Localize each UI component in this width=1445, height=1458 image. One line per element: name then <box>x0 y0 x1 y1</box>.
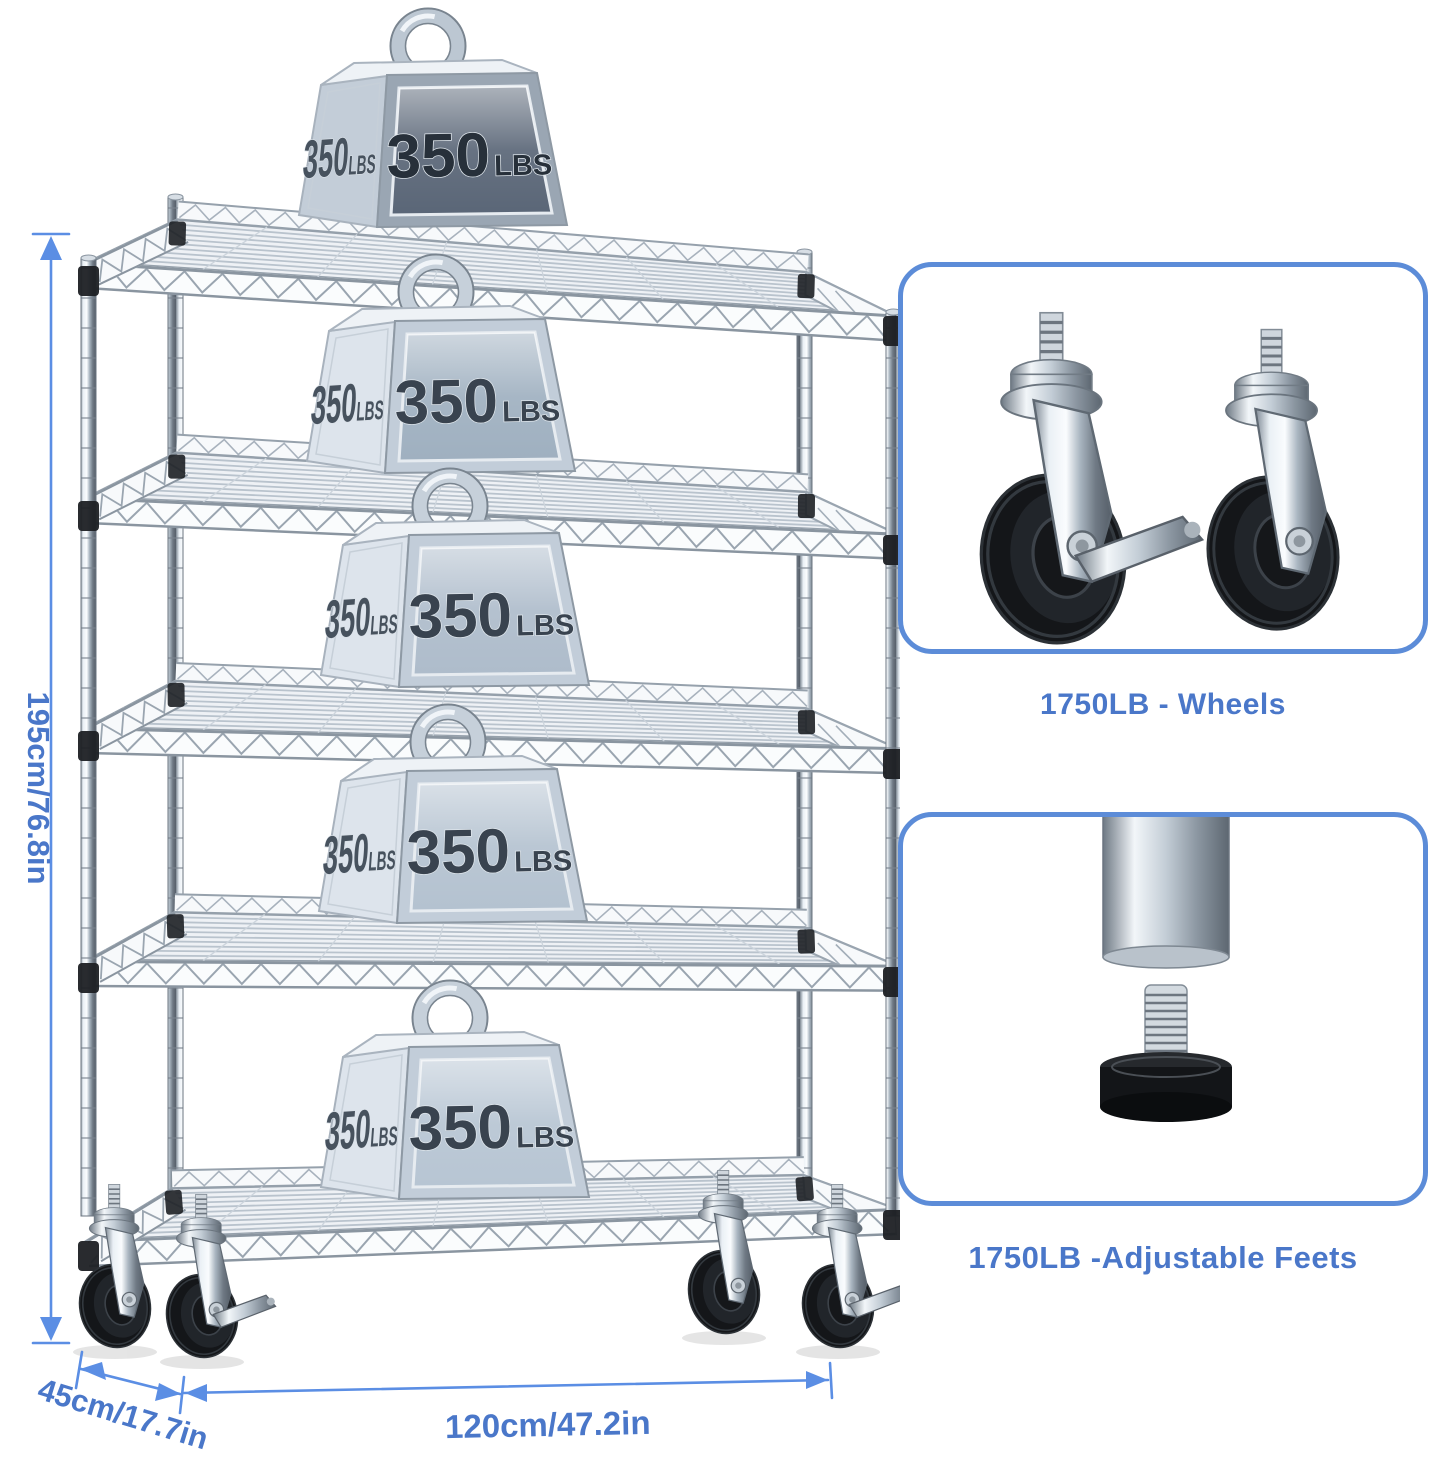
wheels-callout-caption: 1750LB - Wheels <box>1040 688 1286 721</box>
chrome-leg-tube-icon <box>1102 817 1230 969</box>
caster-wheel-brake-icon <box>968 313 1202 649</box>
adjustable-foot-illustration <box>1100 817 1232 1122</box>
shelf-collars <box>78 266 900 1271</box>
width-dimension-label: 120cm/47.2in <box>445 1404 651 1445</box>
feet-callout-panel <box>898 812 1428 1206</box>
height-dimension-label: 195cm/76.8in <box>21 691 56 884</box>
feet-callout-caption: 1750LB -Adjustable Feets <box>968 1240 1358 1275</box>
caster-wheels-illustration <box>903 267 1352 649</box>
wheel-shadows <box>73 1331 880 1369</box>
caster-wheel-icon <box>1194 328 1352 641</box>
weight-350lbs-shelf5 <box>321 977 589 1199</box>
width-dimension: 120cm/47.2in <box>178 1361 834 1445</box>
weight-350lbs-top <box>299 5 567 227</box>
adjustable-foot-icon <box>1100 984 1232 1122</box>
shelving-rack-illustration: 350LBS 350LBS <box>21 0 900 1457</box>
height-dimension: 195cm/76.8in <box>21 232 71 1345</box>
depth-dimension-label: 45cm/17.7in <box>34 1372 212 1457</box>
wheels-callout-panel <box>898 262 1428 654</box>
